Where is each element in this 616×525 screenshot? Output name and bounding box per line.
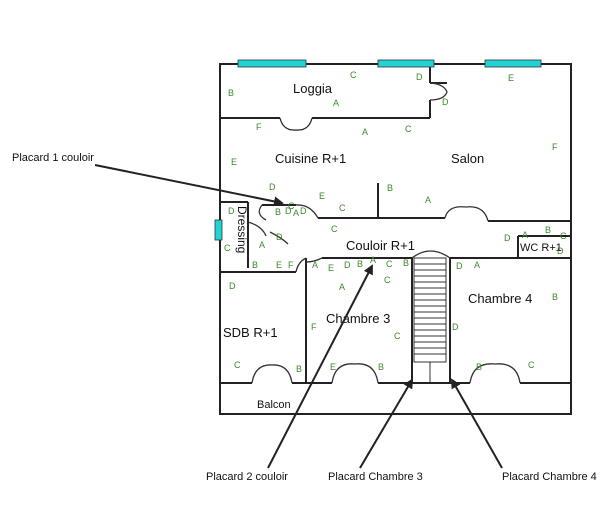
marker: D xyxy=(269,182,276,192)
marker: D xyxy=(285,206,292,216)
marker: C xyxy=(350,70,357,80)
arrow-placard-1 xyxy=(94,164,284,207)
marker: A xyxy=(339,282,345,292)
marker: D xyxy=(228,206,235,216)
marker: B xyxy=(476,362,482,372)
marker: C xyxy=(394,331,401,341)
marker: E xyxy=(276,260,282,270)
room-label-wc: WC R+1 xyxy=(520,242,562,254)
marker: B xyxy=(252,260,258,270)
marker: C xyxy=(405,124,412,134)
marker: E xyxy=(319,191,325,201)
marker: C xyxy=(339,203,346,213)
callout-arrows xyxy=(94,164,503,469)
marker: C xyxy=(386,259,393,269)
marker: B xyxy=(378,362,384,372)
room-label-balcon: Balcon xyxy=(257,399,291,411)
marker: A xyxy=(333,98,339,108)
marker: C xyxy=(234,360,241,370)
window-dressing xyxy=(214,219,223,241)
room-label-couloir: Couloir R+1 xyxy=(346,238,415,253)
marker: D xyxy=(300,206,307,216)
marker: C xyxy=(331,224,338,234)
marker: C xyxy=(560,231,567,241)
room-label-chambre3: Chambre 3 xyxy=(326,311,390,326)
marker: A xyxy=(522,230,528,240)
window-loggia-right xyxy=(377,59,435,68)
marker: F xyxy=(256,122,262,132)
callout-placard-chambre-4: Placard Chambre 4 xyxy=(502,471,597,483)
marker: A xyxy=(425,195,431,205)
marker: C xyxy=(288,201,295,211)
marker: D xyxy=(344,260,351,270)
room-label-chambre4: Chambre 4 xyxy=(468,291,532,306)
marker: F xyxy=(311,322,317,332)
windows xyxy=(214,59,542,241)
arrow-placard-chambre-3 xyxy=(359,378,414,469)
room-label-dressing: Dressing xyxy=(235,206,249,253)
marker: B xyxy=(357,259,363,269)
callout-placard-1-couloir: Placard 1 couloir xyxy=(12,152,94,164)
marker: D xyxy=(557,246,564,256)
marker: E xyxy=(231,157,237,167)
marker: D xyxy=(276,232,283,242)
marker: D xyxy=(442,97,449,107)
arrow-placard-2 xyxy=(267,264,373,469)
marker: D xyxy=(416,72,423,82)
staircase xyxy=(413,257,447,363)
marker: A xyxy=(370,255,376,265)
marker: F xyxy=(552,142,558,152)
marker: A xyxy=(312,260,318,270)
arrow-placard-chambre-4 xyxy=(451,378,503,469)
room-label-loggia: Loggia xyxy=(293,81,333,96)
marker: B xyxy=(545,225,551,235)
marker: A xyxy=(362,127,368,137)
callout-placard-2-couloir: Placard 2 couloir xyxy=(206,471,288,483)
doors xyxy=(247,82,521,384)
marker: A xyxy=(259,240,265,250)
marker: C xyxy=(528,360,535,370)
marker: D xyxy=(452,322,459,332)
marker: B xyxy=(228,88,234,98)
window-salon xyxy=(484,59,542,68)
marker: C xyxy=(384,275,391,285)
room-label-sdb: SDB R+1 xyxy=(223,325,278,340)
marker: B xyxy=(552,292,558,302)
markers: B C D A D E F A C F E D B E A C B D A D … xyxy=(224,70,567,374)
marker: B xyxy=(403,258,409,268)
marker: F xyxy=(288,260,294,270)
callout-placard-chambre-3: Placard Chambre 3 xyxy=(328,471,423,483)
marker: C xyxy=(224,243,231,253)
marker: E xyxy=(508,73,514,83)
marker: B xyxy=(275,207,281,217)
marker: A xyxy=(474,260,480,270)
room-label-salon: Salon xyxy=(451,151,484,166)
marker: B xyxy=(387,183,393,193)
room-label-cuisine: Cuisine R+1 xyxy=(275,151,346,166)
marker: E xyxy=(330,362,336,372)
marker: D xyxy=(504,233,511,243)
marker: A xyxy=(293,208,299,218)
marker: B xyxy=(296,364,302,374)
marker: D xyxy=(456,261,463,271)
marker: E xyxy=(328,263,334,273)
window-loggia-left xyxy=(237,59,307,68)
marker: D xyxy=(229,281,236,291)
